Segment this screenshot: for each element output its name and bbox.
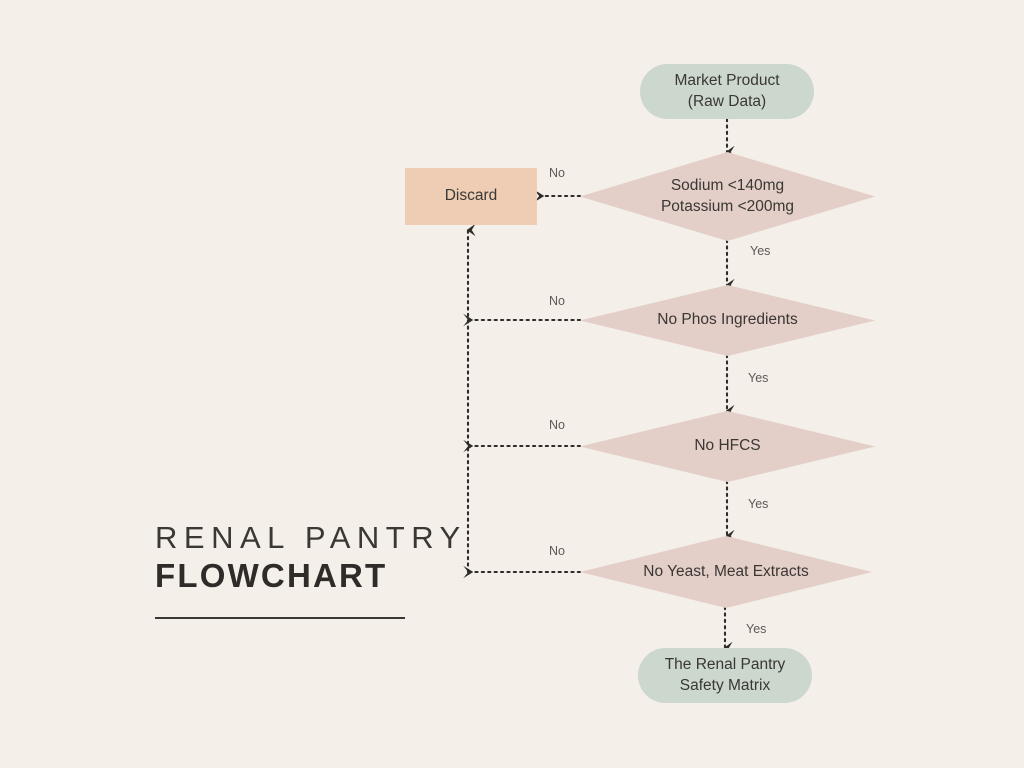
- page-title-primary: RENAL PANTRY: [155, 520, 467, 555]
- edge-label-no-hfcs: No: [549, 418, 565, 432]
- node-decision-hfcs-label: No HFCS: [694, 437, 761, 455]
- node-decision-phos[interactable]: No Phos Ingredients: [580, 285, 875, 356]
- edge-label-yes-yeast: Yes: [746, 622, 767, 636]
- node-end[interactable]: The Renal Pantry Safety Matrix: [638, 648, 812, 703]
- node-decision-sodium-label: Sodium <140mg Potassium <200mg: [660, 176, 795, 215]
- edge-label-no-yeast: No: [549, 544, 565, 558]
- node-decision-yeast[interactable]: No Yeast, Meat Extracts: [580, 536, 872, 608]
- node-decision-phos-label: No Phos Ingredients: [657, 311, 798, 329]
- node-decision-hfcs[interactable]: No HFCS: [580, 411, 875, 482]
- title-divider: [155, 616, 405, 619]
- node-discard-label: Discard: [444, 187, 498, 205]
- edge-label-yes-sodium: Yes: [750, 244, 771, 258]
- node-decision-yeast-label: No Yeast, Meat Extracts: [643, 562, 809, 580]
- node-start-label: Market Product (Raw Data): [674, 71, 780, 110]
- node-discard[interactable]: Discard: [405, 168, 537, 225]
- title-block: RENAL PANTRY FLOWCHART: [155, 520, 485, 619]
- edge-label-yes-hfcs: Yes: [748, 497, 769, 511]
- node-end-label: The Renal Pantry Safety Matrix: [664, 655, 786, 694]
- page-title-secondary: FLOWCHART: [155, 556, 388, 594]
- edge-label-no-sodium: No: [549, 166, 565, 180]
- edge-label-yes-phos: Yes: [748, 371, 769, 385]
- node-decision-sodium[interactable]: Sodium <140mg Potassium <200mg: [580, 152, 875, 241]
- edge-label-no-phos: No: [549, 294, 565, 308]
- node-start[interactable]: Market Product (Raw Data): [640, 64, 814, 119]
